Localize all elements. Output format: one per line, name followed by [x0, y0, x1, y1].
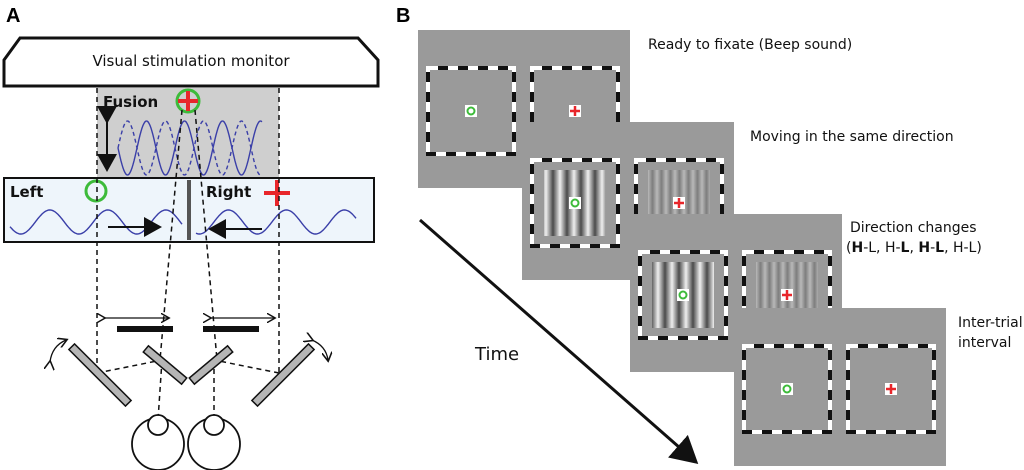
left-frame-white: [742, 344, 832, 434]
fusion-wave-solid: [117, 120, 263, 176]
right-eye-icon: [187, 414, 241, 470]
mirrors: [67, 342, 316, 408]
caption-run: (: [846, 240, 851, 256]
fusion-label: Fusion: [103, 93, 158, 111]
fusion-wave-dashed: [117, 120, 263, 176]
left-fixation-circle-icon: [84, 179, 108, 203]
right-rotation-arrow-icon: [312, 340, 328, 360]
step-4-caption-line1: Inter-trial: [958, 315, 1023, 331]
step-4-caption-line2: interval: [958, 335, 1011, 351]
caption-run: -: [930, 240, 935, 256]
inner-right-mirror: [188, 344, 234, 386]
caption-run: L: [901, 240, 910, 256]
caption-run: H: [851, 240, 863, 256]
right-frame-white: [846, 344, 936, 434]
outer-right-mirror: [250, 342, 316, 408]
fusion-fixation-icon: [175, 88, 201, 114]
step-3-caption-line2: (H-L, H-L, H-L, H-L): [846, 240, 982, 256]
right-fixation-cross-icon: [264, 180, 290, 206]
left-frame-white: [638, 250, 728, 340]
left-shutter: [117, 326, 173, 332]
right-frame-white: [530, 66, 620, 156]
right-frame-white: [742, 250, 832, 340]
green-fixation-icon: [782, 384, 792, 394]
trial-sequence: [418, 30, 946, 466]
caption-run: -L, H-: [863, 240, 900, 256]
monitor-body: [2, 36, 380, 88]
outer-left-mirror: [67, 342, 133, 408]
right-wave: [195, 209, 357, 235]
caption-run: H: [918, 240, 930, 256]
caption-run: L: [935, 240, 944, 256]
screen-background: [734, 308, 946, 466]
trial-screen-4: [734, 308, 946, 466]
right-label: Right: [206, 183, 251, 201]
left-frame-white: [530, 158, 620, 248]
right-frame-white: [634, 158, 724, 248]
green-fixation-icon: [466, 106, 476, 116]
step-2-caption: Moving in the same direction: [750, 129, 954, 145]
time-arrow: [419, 218, 699, 464]
left-eye-icon: [131, 414, 185, 470]
inner-left-mirror: [142, 344, 188, 386]
right-shutter: [203, 326, 259, 332]
left-frame-white: [426, 66, 516, 156]
step-3-caption-line1: Direction changes: [850, 220, 977, 236]
left-rotation-arrow-icon: [50, 340, 66, 362]
caption-run: , H-L): [944, 240, 982, 256]
panel-b-label: B: [396, 5, 410, 27]
green-fixation-icon: [678, 290, 688, 300]
step-1-caption: Ready to fixate (Beep sound): [648, 37, 852, 53]
left-label: Left: [10, 183, 43, 201]
caption-run: ,: [909, 240, 918, 256]
green-fixation-icon: [570, 198, 580, 208]
time-label: Time: [474, 344, 519, 365]
fusion-waves: [117, 120, 263, 176]
panel-a-label: A: [6, 5, 20, 27]
monitor-label: Visual stimulation monitor: [92, 52, 290, 70]
